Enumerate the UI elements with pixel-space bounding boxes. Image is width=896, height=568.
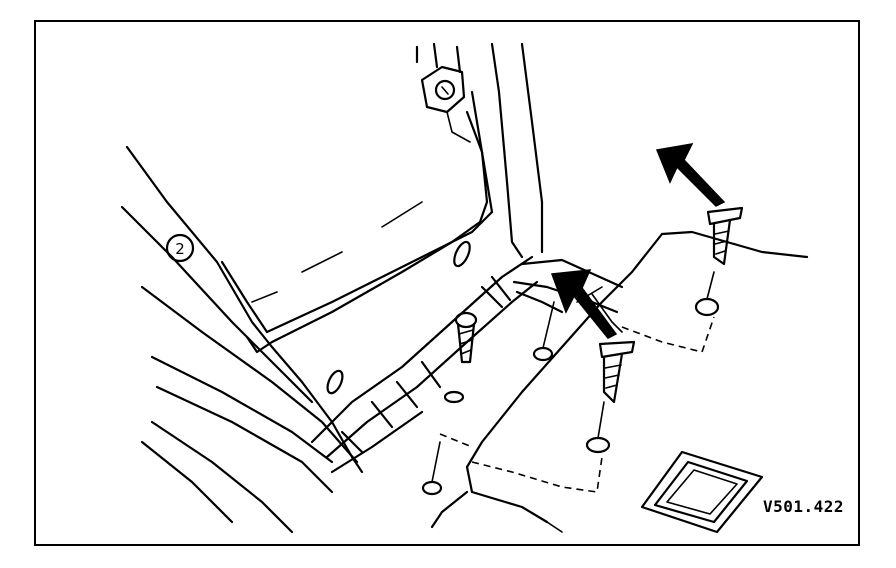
callout-2: 2 bbox=[165, 233, 195, 263]
mounting-holes bbox=[421, 271, 720, 496]
hidden-lines bbox=[439, 316, 715, 493]
technical-drawing: 2 bbox=[120, 42, 809, 534]
screw-center bbox=[598, 340, 636, 404]
reference-code: V501.422 bbox=[762, 497, 844, 516]
figure-frame: 2 bbox=[34, 20, 860, 546]
latch-bracket bbox=[420, 65, 471, 143]
side-panel bbox=[120, 145, 364, 534]
access-cover bbox=[640, 450, 764, 534]
arrow-center bbox=[550, 269, 618, 339]
screw-middle bbox=[454, 311, 478, 364]
door-frame bbox=[220, 42, 544, 354]
screw-right bbox=[706, 206, 744, 266]
base-panel bbox=[430, 230, 809, 533]
callout-number: 2 bbox=[175, 240, 185, 258]
arrow-right bbox=[655, 143, 726, 207]
hinge bbox=[310, 240, 539, 474]
